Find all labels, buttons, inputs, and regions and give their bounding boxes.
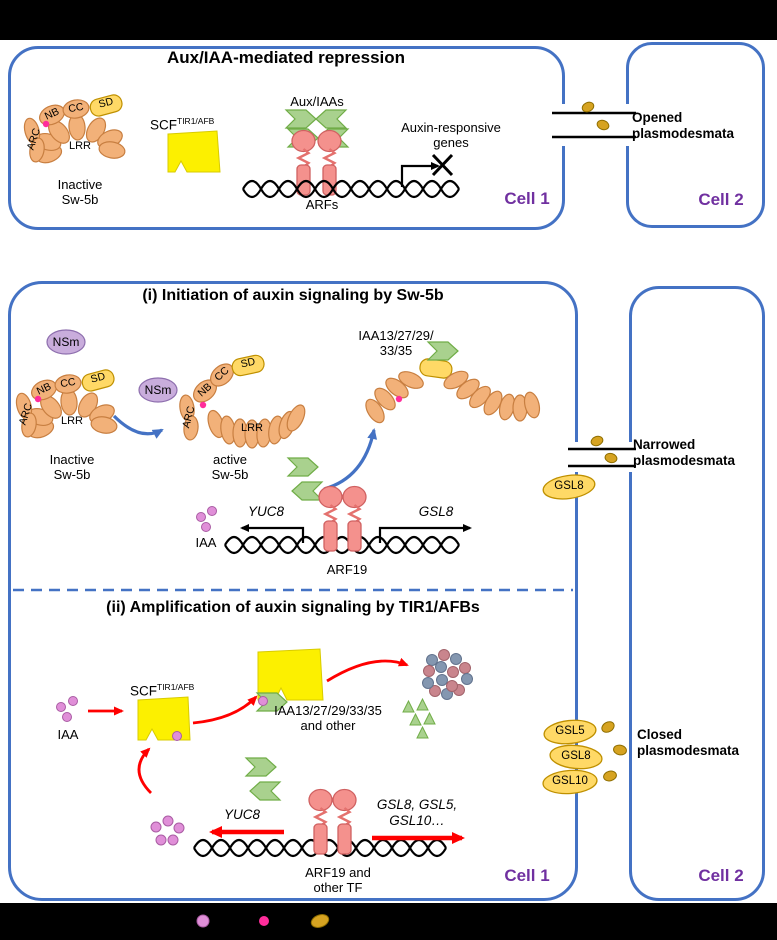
- gsl10-oval-label: GSL10: [552, 775, 588, 787]
- scf-base: SCF: [150, 117, 177, 133]
- nsm-label: NSm: [52, 335, 80, 349]
- cell1-label: Cell 1: [504, 189, 550, 208]
- callose-dot: [581, 101, 595, 113]
- label-line: Inactive: [57, 177, 103, 192]
- gsl5-oval-label: GSL5: [555, 725, 585, 737]
- scf-sup: TIR1/AFB: [177, 116, 215, 126]
- cell2-label: Cell 2: [698, 866, 744, 885]
- iaa-label: IAA: [57, 727, 79, 742]
- gsl8-oval-label: GSL8: [554, 480, 584, 492]
- domain-label-lrr: LRR: [68, 140, 91, 152]
- label-line: IAA13/27/29/33/35: [274, 703, 382, 718]
- section1-title: (i) Initiation of auxin signaling by Sw-…: [142, 287, 444, 304]
- label-line: active: [213, 452, 247, 467]
- label-line: IAA13/27/29/: [358, 328, 434, 343]
- label-line: Opened: [632, 110, 683, 125]
- iaa-label: IAA: [195, 535, 217, 550]
- label-line: ARF19 and: [305, 865, 371, 880]
- gsl-genes-label: GSL8, GSL5, GSL10…: [360, 797, 474, 829]
- nsm-label: NSm: [144, 383, 172, 397]
- narrowed-plasmodesmata-label: Narrowed plasmodesmata: [633, 437, 763, 469]
- label-line: Sw-5b: [61, 192, 99, 208]
- callose-dot: [604, 452, 618, 464]
- callose-dot: [613, 744, 627, 756]
- label-line: Auxin-responsive: [401, 120, 501, 135]
- label-line: and other: [300, 718, 356, 734]
- targets-label: IAA13/27/29/33/35 and other: [258, 703, 398, 734]
- label-line: plasmodesmata: [632, 125, 735, 141]
- callose-dot: [596, 119, 610, 131]
- label-line: 33/35: [379, 343, 413, 359]
- yuc8-gene-label: YUC8: [247, 504, 284, 519]
- cell2-main-panel: [629, 286, 765, 901]
- label-line: plasmodesmata: [633, 452, 736, 468]
- top-black-bar: [0, 0, 777, 40]
- panel1-title: Aux/IAA-mediated repression: [166, 48, 406, 67]
- arfs-label: ARFs: [305, 197, 339, 212]
- scf-label: SCFTIR1/AFB: [150, 116, 214, 133]
- arf19-other-tf-label: ARF19 and other TF: [290, 865, 386, 896]
- gsl8-gene-label: GSL8: [418, 504, 454, 519]
- arf19-label: ARF19: [326, 562, 368, 577]
- closed-plasmodesmata-label: Closed plasmodesmata: [637, 727, 765, 759]
- inactive-sw5b-label: Inactive Sw-5b: [40, 177, 120, 208]
- cell1-label: Cell 1: [504, 866, 550, 885]
- section2-title: (ii) Amplification of auxin signaling by…: [106, 599, 480, 616]
- domain-label-lrr: LRR: [240, 422, 263, 434]
- scf-sup: TIR1/AFB: [157, 682, 195, 692]
- callose-dot: [601, 721, 615, 733]
- domain-label-lrr: LRR: [60, 415, 83, 427]
- cell2-label: Cell 2: [698, 190, 744, 209]
- label-line: GSL10…: [389, 812, 445, 828]
- callose-dot: [603, 770, 617, 782]
- label-line: plasmodesmata: [637, 742, 740, 758]
- active-sw5b-label: active Sw-5b: [192, 452, 268, 483]
- scf-label: SCFTIR1/AFB: [130, 682, 194, 699]
- label-line: Inactive: [49, 452, 95, 467]
- iaa-targets-label: IAA13/27/29/ 33/35: [346, 328, 446, 359]
- label-line: Sw-5b: [53, 467, 91, 483]
- label-line: GSL8, GSL5,: [376, 797, 458, 812]
- label-line: Sw-5b: [211, 467, 249, 483]
- inactive-sw5b-label: Inactive Sw-5b: [32, 452, 112, 483]
- yuc8-gene-label: YUC8: [223, 807, 260, 822]
- bottom-black-bar: [0, 903, 777, 940]
- label-line: other TF: [313, 880, 363, 896]
- auxiaas-label: Aux/IAAs: [290, 94, 344, 109]
- callose-dot: [590, 435, 604, 447]
- opened-plasmodesmata-label: Opened plasmodesmata: [632, 110, 762, 142]
- label-line: Narrowed: [633, 437, 696, 452]
- label-line: Closed: [637, 727, 683, 742]
- gsl8-oval-label: GSL8: [561, 750, 591, 762]
- label-line: genes: [433, 135, 469, 151]
- scf-base: SCF: [130, 683, 157, 699]
- auxin-responsive-genes-label: Auxin-responsive genes: [390, 120, 512, 151]
